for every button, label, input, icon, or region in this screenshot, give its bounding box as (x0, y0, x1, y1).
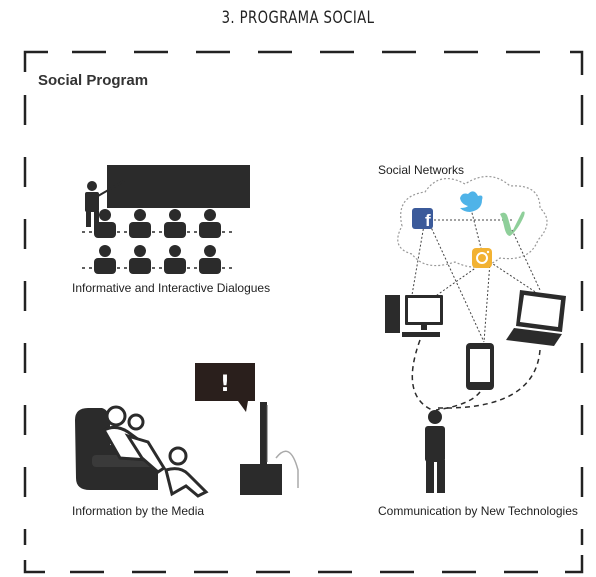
alert-speech-bubble: ! (195, 363, 255, 412)
vimeo-icon (500, 211, 525, 236)
student-icon (199, 209, 221, 238)
technologies-label: Communication by New Technologies (378, 504, 578, 518)
student-icon (164, 209, 186, 238)
student-icon (164, 245, 186, 274)
dialogues-label: Informative and Interactive Dialogues (72, 281, 270, 295)
family-icons (101, 405, 209, 498)
person-icon (425, 410, 445, 493)
laptop-icon (506, 290, 566, 346)
audience-icons (82, 209, 232, 274)
page-title: 3. PROGRAMA SOCIAL (221, 8, 375, 28)
smartphone-icon (466, 343, 494, 390)
student-icon (94, 245, 116, 274)
student-icon (129, 209, 151, 238)
networks-illustration: Social Networks f (378, 163, 548, 343)
panel-heading: Social Program (38, 72, 148, 89)
alert-symbol: ! (220, 372, 230, 397)
media-illustration: ! Information by the Media (72, 363, 299, 518)
teacher-icon (85, 180, 125, 227)
technologies-illustration: Communication by New Technologies (378, 290, 578, 518)
twitter-icon (460, 191, 483, 212)
student-icon (129, 245, 151, 274)
instagram-icon (472, 248, 492, 268)
desktop-icon (385, 295, 443, 337)
student-icon (94, 209, 116, 238)
networks-label: Social Networks (378, 163, 464, 177)
tv-icon (240, 402, 299, 495)
blackboard (107, 165, 250, 208)
media-label: Information by the Media (72, 504, 204, 518)
network-links (411, 204, 541, 343)
classroom-illustration: Informative and Interactive Dialogues (72, 165, 270, 295)
person-links (411, 339, 541, 411)
student-icon (199, 245, 221, 274)
facebook-icon: f (412, 208, 433, 230)
svg-text:f: f (425, 211, 431, 230)
dashed-frame (23, 50, 584, 574)
